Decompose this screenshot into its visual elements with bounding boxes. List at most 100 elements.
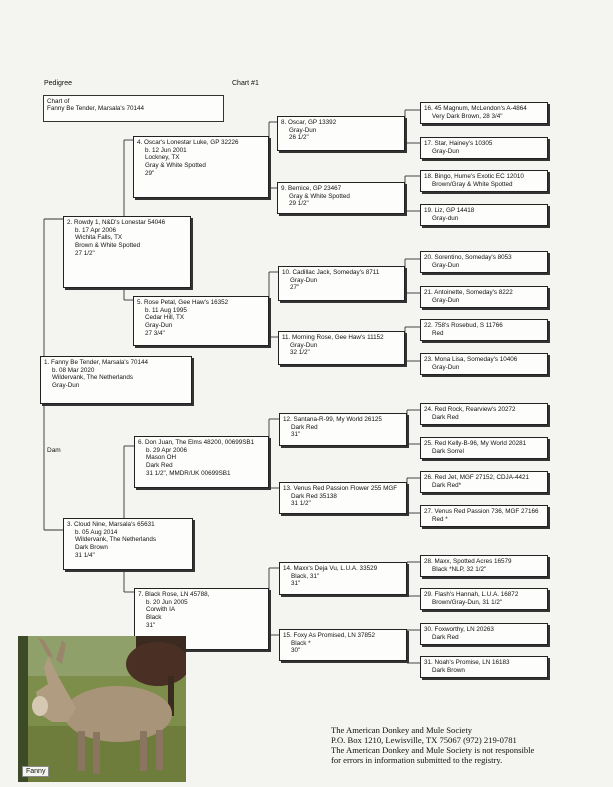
horse-detail: Gray-Dun — [52, 382, 80, 390]
horse-detail: Dark Red* — [432, 481, 462, 489]
horse-name: 28. Maxx, Spotted Acres 16579 — [424, 558, 512, 565]
horse-detail: Gray-Dun — [432, 296, 460, 304]
horse-name: 22. 758's Rosebud, S 11766 — [424, 322, 503, 329]
horse-detail: 31 1/4" — [75, 551, 95, 559]
horse-detail: Gray-Dun — [290, 276, 318, 284]
horse-name: 17. Star, Hainey's 10305 — [424, 140, 493, 147]
horse-detail: Black *NLP, 32 1/2" — [432, 565, 487, 573]
donkey-photo-image — [18, 636, 186, 782]
horse-detail: Very Dark Brown, 28 3/4" — [432, 112, 503, 120]
horse-name: 15. Foxy As Promised, LN 37852 — [283, 632, 376, 639]
horse-name: 13. Venus Red Passion Flower 255 MGF — [283, 485, 398, 492]
horse-name: 11. Morning Rose, Gee Haw's 11152 — [282, 334, 384, 341]
pedigree-label: Pedigree — [44, 80, 73, 87]
horse-detail: Corwith IA — [146, 606, 176, 614]
horse-name: 7. Black Rose, LN 45788, — [138, 591, 210, 598]
horse-name: 6. Don Juan, The Elms 48200, 00699SB1 — [138, 439, 255, 446]
horse-detail: Red * — [432, 515, 448, 523]
horse-name: 3. Cloud Nine, Marsala's 65631 — [67, 521, 155, 528]
horse-detail: b. 11 Aug 1995 — [145, 306, 187, 314]
horse-detail: 31" — [291, 580, 301, 588]
horse-name: 24. Red Rock, Rearview's 20272 — [424, 406, 516, 413]
horse-detail: Wildervank, The Netherlands — [52, 374, 134, 382]
horse-detail: b. 29 Apr 2006 — [146, 446, 187, 454]
horse-name: 1. Fanny Be Tender, Marsala's 70144 — [44, 359, 148, 366]
horse-detail: 26 1/2" — [289, 134, 309, 142]
horse-detail: Red — [432, 329, 444, 337]
horse-detail: 32 1/2" — [290, 349, 310, 357]
horse-detail: 27 1/2" — [75, 249, 95, 257]
horse-name: 4. Oscar's Lonestar Luke, GP 32226 — [137, 139, 239, 146]
horse-detail: Dark Red — [432, 413, 459, 421]
horse-name: 20. Sorentino, Someday's 8053 — [424, 254, 512, 261]
horse-detail: Gray-Dun — [432, 261, 460, 269]
horse-name: 30. Foxworthy, LN 20263 — [424, 626, 494, 633]
chart-of-label: Chart of — [47, 98, 70, 105]
horse-detail: Black, 31" — [291, 572, 320, 580]
horse-detail: 31 1/2", MMDR/UK 00699SB1 — [146, 469, 231, 477]
horse-name: 23. Mona Lisa, Someday's 10406 — [424, 356, 518, 363]
horse-detail: Dark Red — [146, 462, 173, 470]
horse-detail: Wildervank, The Netherlands — [75, 536, 157, 544]
dam-label: Dam — [47, 447, 61, 454]
chart-number: Chart #1 — [232, 80, 259, 87]
photo-caption: Fanny — [22, 766, 50, 777]
footer-line: for errors in information submitted to t… — [331, 755, 503, 766]
horse-detail: Gray-Dun — [290, 341, 318, 349]
horse-detail: Lockney, TX — [145, 154, 180, 162]
horse-detail: Dark Brown — [432, 666, 465, 674]
horse-name: 12. Santana-R-99, My World 26125 — [283, 416, 382, 423]
horse-detail: 29" — [145, 169, 155, 177]
horse-detail: b. 08 Mar 2020 — [52, 366, 95, 374]
horse-name: 16. 45 Magnum, McLendon's A-4864 — [424, 105, 527, 112]
horse-detail: 31" — [291, 431, 301, 439]
horse-detail: Mason OH — [146, 454, 177, 462]
horse-detail: 27" — [290, 284, 300, 292]
horse-name: 10. Cadillac Jack, Someday's 8711 — [282, 269, 380, 276]
horse-name: 31. Noah's Promise, LN 16183 — [424, 659, 510, 666]
horse-detail: Dark Brown — [75, 544, 108, 552]
horse-detail: Dark Red — [291, 423, 318, 431]
fanny-photo — [18, 636, 186, 782]
horse-name: 9. Bernice, GP 23467 — [281, 185, 342, 192]
horse-detail: Cedar Hill, TX — [145, 314, 185, 322]
horse-detail: Brown/Gray-Dun, 31 1/2" — [432, 598, 503, 606]
horse-name: 18. Bingo, Hume's Exotic EC 12010 — [424, 173, 524, 180]
footer: The American Donkey and Mule Society P.O… — [331, 725, 534, 766]
horse-name: 5. Rose Petal, Gee Haw's 16352 — [137, 299, 229, 306]
footer-line: The American Donkey and Mule Society — [331, 725, 473, 735]
horse-detail: b. 05 Aug 2014 — [75, 528, 118, 536]
footer-line: P.O. Box 1210, Lewisville, TX 75067 (972… — [331, 735, 517, 746]
horse-detail: Gray-Dun — [289, 126, 317, 134]
horse-detail: Black * — [291, 639, 311, 647]
horse-detail: b. 17 Apr 2006 — [75, 226, 116, 234]
horse-name: 26. Red Jet, MGF 27152, CDJA-4421 — [424, 474, 529, 481]
horse-name: 2. Rowdy 1, N&D's Lonestar 54046 — [67, 219, 166, 226]
horse-detail: 30" — [291, 647, 301, 655]
horse-detail: Black — [146, 614, 162, 622]
horse-detail: Gray-Dun — [432, 363, 460, 371]
horse-name: 27. Venus Red Passion 736, MGF 27166 — [424, 508, 539, 515]
horse-name: 21. Antoinette, Someday's 8222 — [424, 289, 513, 296]
